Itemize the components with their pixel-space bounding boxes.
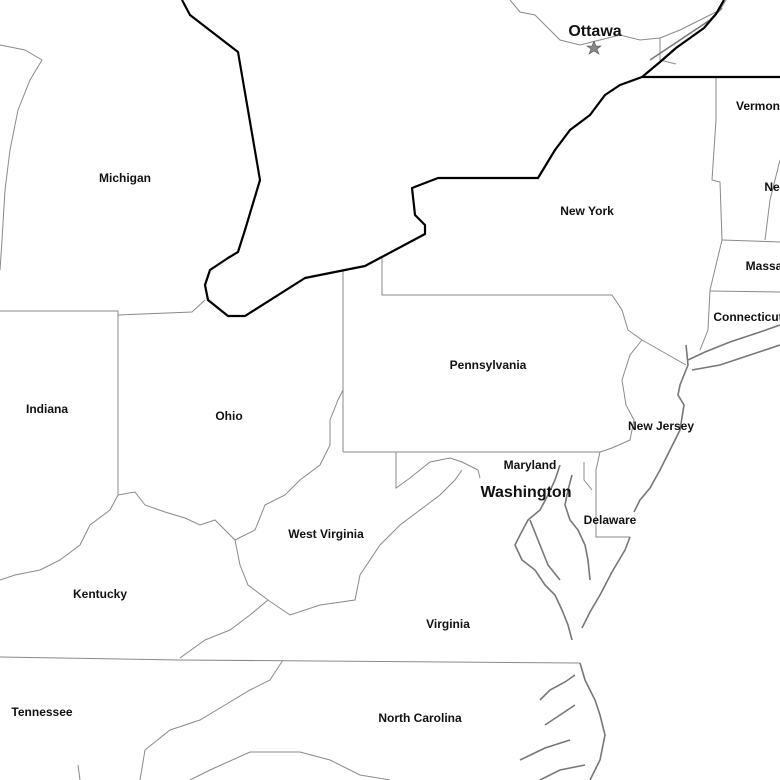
state-vermont: Vermon (735, 99, 780, 113)
state-new-york: New York (560, 204, 614, 218)
state-massachusetts: Massa (745, 259, 780, 273)
state-pennsylvania: Pennsylvania (449, 358, 527, 372)
state-new-jersey: New Jersey (627, 419, 695, 433)
state-indiana: Indiana (25, 402, 69, 416)
state-tennessee: Tennessee (11, 705, 73, 719)
state-west-virginia: West Virginia (288, 527, 364, 541)
state-virginia: Virginia (426, 617, 470, 631)
coastline (514, 7, 780, 780)
state-delaware: Delaware (583, 513, 637, 527)
state-kentucky: Kentucky (72, 587, 128, 601)
state-connecticut: Connecticut (713, 310, 780, 324)
st-lawrence-border (641, 0, 725, 78)
star-icon (586, 40, 602, 55)
capital-ottawa: Ottawa (568, 23, 622, 40)
state-maryland: Maryland (503, 458, 557, 472)
state-new-hampshire: Ne (764, 180, 780, 194)
state-north-carolina: North Carolina (378, 711, 462, 725)
state-michigan: Michigan (98, 171, 152, 185)
international-border (181, 0, 780, 318)
state-ohio: Ohio (215, 409, 243, 423)
capital-washington: Washington (480, 484, 572, 501)
